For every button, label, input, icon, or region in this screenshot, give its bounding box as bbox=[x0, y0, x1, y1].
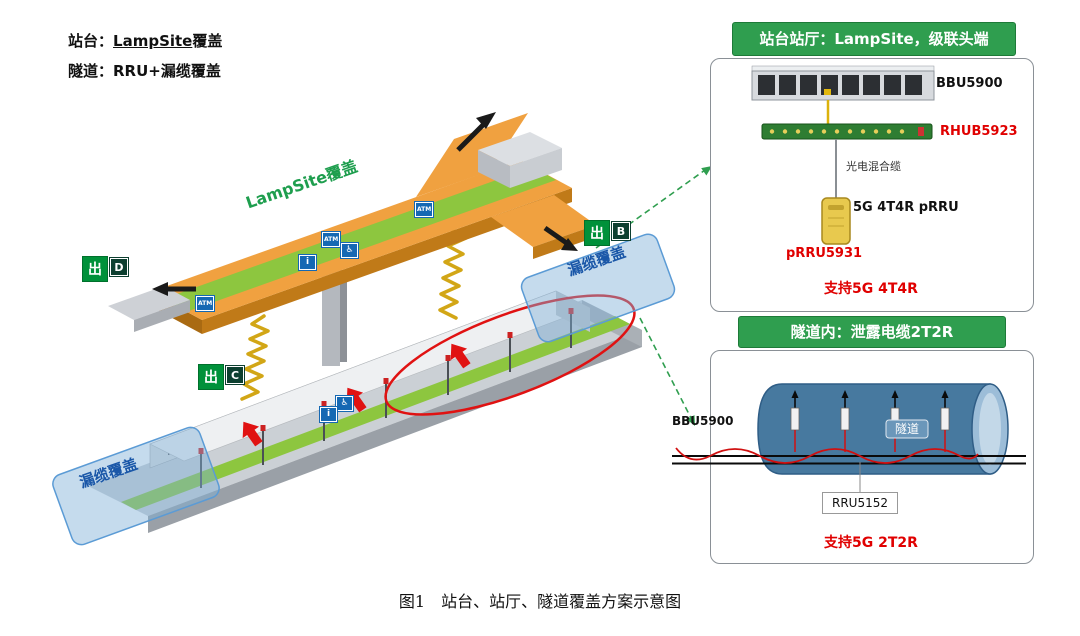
hybrid-cable-label: 光电混合缆 bbox=[846, 160, 901, 173]
bbu-device bbox=[751, 65, 935, 101]
red-arrow bbox=[450, 343, 471, 369]
rru-model-box: RRU5152 bbox=[822, 492, 898, 514]
exit-icon: 出 bbox=[584, 220, 610, 246]
prru-model-label: pRRU5931 bbox=[786, 246, 863, 261]
atm-sign-icon: ATM bbox=[196, 296, 215, 311]
info-sign-icon: i bbox=[320, 407, 337, 422]
exit-sign-c: 出 C bbox=[198, 364, 245, 390]
prru-title: 5G 4T4R pRRU bbox=[853, 200, 959, 215]
atm-sign-icon: ATM bbox=[322, 232, 341, 247]
atm-sign-icon: ATM bbox=[415, 202, 434, 217]
panel-top-graphics bbox=[751, 65, 935, 245]
cable-coil bbox=[240, 314, 270, 401]
bbu-label-tunnel: BBU5900 bbox=[672, 414, 734, 428]
legend-line-tunnel: 隧道：RRU+漏缆覆盖 bbox=[68, 62, 221, 80]
wheelchair-sign-icon: ♿ bbox=[341, 243, 358, 258]
exit-sign-d: 出 D bbox=[82, 256, 129, 282]
exit-icon: 出 bbox=[82, 256, 108, 282]
coverage-oval bbox=[384, 294, 636, 416]
tunnel-tag-text: 隧道 bbox=[895, 421, 919, 436]
info-sign-icon: i bbox=[299, 255, 316, 270]
exit-icon: 出 bbox=[198, 364, 224, 390]
rhub-device bbox=[761, 123, 933, 140]
support-2t2r-label: 支持5G 2T2R bbox=[824, 535, 918, 551]
legend-platform-prefix: 站台： bbox=[68, 32, 114, 50]
tunnel-cylinder bbox=[757, 383, 1009, 475]
support-4t4r-label: 支持5G 4T4R bbox=[824, 281, 918, 297]
station-hall bbox=[108, 112, 596, 334]
prru-device bbox=[821, 197, 851, 245]
panel-bottom-graphics: 隧道 bbox=[672, 383, 1026, 492]
wheelchair-sign-icon: ♿ bbox=[336, 396, 353, 411]
panel-bottom-title: 隧道内：泄露电缆2T2R bbox=[738, 316, 1006, 348]
exit-letter-c: C bbox=[225, 365, 245, 385]
tunnel-antennas bbox=[790, 390, 950, 452]
rhub-label: RHUB5923 bbox=[940, 124, 1018, 139]
panel-top-title: 站台站厅：LampSite，级联头端 bbox=[732, 22, 1016, 56]
red-arrow bbox=[242, 421, 263, 447]
leaky-zone-left bbox=[52, 426, 220, 546]
legend-platform-suffix: 覆盖 bbox=[192, 32, 223, 50]
exit-sign-b: 出 B bbox=[584, 220, 631, 246]
leaky-zone-right bbox=[520, 233, 676, 343]
exit-letter-b: B bbox=[611, 221, 631, 241]
tunnel-tag: 隧道 bbox=[885, 419, 929, 439]
exit-letter-d: D bbox=[109, 257, 129, 277]
bbu-label: BBU5900 bbox=[936, 76, 1003, 91]
feeder-cable bbox=[675, 447, 979, 464]
legend: 站台：LampSite覆盖 隧道：RRU+漏缆覆盖 bbox=[68, 26, 222, 86]
connector-line-bottom bbox=[639, 317, 695, 426]
legend-platform-method: LampSite bbox=[113, 32, 193, 50]
legend-line-platform: 站台：LampSite覆盖 bbox=[68, 26, 222, 56]
figure-caption: 图1 站台、站厅、隧道覆盖方案示意图 bbox=[398, 592, 682, 611]
station-pillar bbox=[322, 266, 347, 366]
red-arrow bbox=[346, 387, 367, 413]
